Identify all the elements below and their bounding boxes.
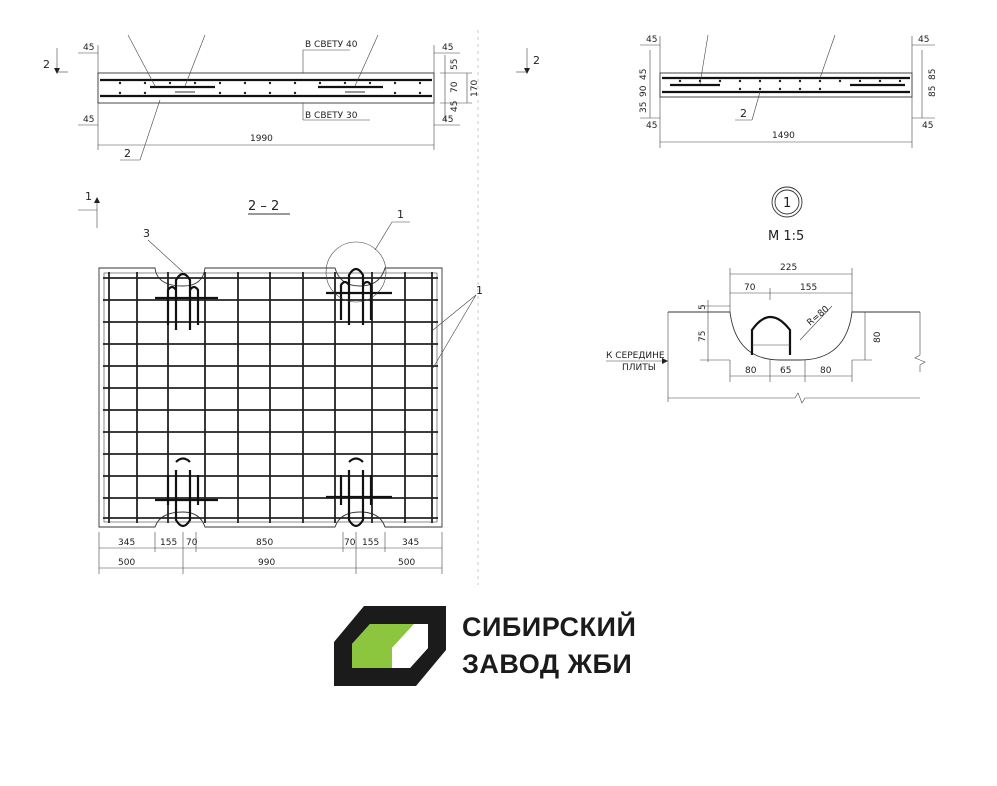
dim-45-bottom-right: 45 [442, 115, 453, 125]
dim-row1-3: 850 [256, 538, 273, 548]
dim-45-bottom-left-r: 45 [646, 121, 657, 131]
detail-dim-75: 75 [698, 331, 708, 342]
position-3-label: 3 [143, 227, 150, 240]
notch-profile [668, 311, 920, 361]
dim-row1-4: 70 [344, 538, 356, 548]
detail-dim-80-b: 80 [820, 366, 832, 376]
dim-45-left-r: 45 [639, 69, 649, 80]
dim-row1-5: 155 [362, 538, 379, 548]
detail-note-line2: ПЛИТЫ [622, 363, 656, 373]
company-logo: СИБИРСКИЙ ЗАВОД ЖБИ [334, 606, 636, 686]
position-2-label-right: 2 [740, 107, 747, 120]
dim-45-top-right-r: 45 [918, 35, 929, 45]
elevation-right: 2 2 45 35 90 45 45 45 85 85 45 1490 [516, 34, 938, 148]
dim-35: 35 [639, 102, 649, 113]
position-1-label-a: 1 [397, 208, 404, 221]
detail-dim-80-right: 80 [873, 331, 883, 343]
plan-section-2-2: 2 – 2 1 [78, 190, 483, 574]
detail-dim-70: 70 [744, 283, 756, 293]
section-mark-2-left: 2 [43, 58, 50, 71]
section-title: 2 – 2 [248, 199, 279, 214]
dim-85-b: 85 [928, 86, 938, 97]
detail-note-line1: К СЕРЕДИНЕ [606, 351, 665, 361]
dim-45-top-left: 45 [83, 43, 94, 53]
note-clear-40: В СВЕТУ 40 [305, 40, 358, 50]
logo-line2: ЗАВОД ЖБИ [462, 649, 632, 679]
rebar-grid [103, 272, 438, 523]
dim-length-1490: 1490 [772, 131, 795, 141]
section-mark-2-right: 2 [533, 54, 540, 67]
slab-outline [97, 72, 435, 104]
dim-row1-2: 70 [186, 538, 198, 548]
position-2-label: 2 [124, 147, 131, 160]
detail-dim-5: 5 [698, 304, 708, 310]
dim-90: 90 [639, 85, 649, 97]
detail-dim-65: 65 [780, 366, 791, 376]
dim-170: 170 [470, 80, 480, 97]
dim-45-bottom-left: 45 [83, 115, 94, 125]
dim-45-bottom-right-r: 45 [922, 121, 933, 131]
dim-length-1990: 1990 [250, 134, 273, 144]
detail-circle-label: 1 [783, 196, 791, 211]
dim-row2-0: 500 [118, 558, 135, 568]
detail-dim-225: 225 [780, 263, 797, 273]
dim-row2-1: 990 [258, 558, 275, 568]
detail-scale: М 1:5 [768, 229, 804, 244]
dim-row2-2: 500 [398, 558, 415, 568]
detail-dim-155: 155 [800, 283, 817, 293]
position-1-label-b: 1 [476, 284, 483, 297]
dim-45-top-left-r: 45 [646, 35, 657, 45]
detail-1: 1 М 1:5 R=80 225 70 155 5 75 80 80 [606, 186, 926, 404]
section-mark-1: 1 [85, 190, 92, 203]
dim-55: 55 [450, 59, 460, 70]
logo-line1: СИБИРСКИЙ [462, 611, 636, 642]
note-clear-30: В СВЕТУ 30 [305, 111, 358, 121]
dim-70: 70 [450, 81, 460, 93]
dim-row1-1: 155 [160, 538, 177, 548]
dim-85-a: 85 [928, 69, 938, 80]
dim-45-top-right: 45 [442, 43, 453, 53]
detail-callout-circle [325, 241, 387, 303]
elevation-left: В СВЕТУ 40 В СВЕТУ 30 2 2 45 45 45 45 55… [43, 34, 480, 161]
detail-dim-80-a: 80 [745, 366, 757, 376]
logo-mark-icon [334, 606, 446, 686]
dim-row1-0: 345 [118, 538, 135, 548]
dim-row1-6: 345 [402, 538, 419, 548]
dim-45-right: 45 [450, 101, 460, 112]
lifting-loops [155, 267, 392, 528]
detail-radius: R=80 [806, 304, 832, 328]
